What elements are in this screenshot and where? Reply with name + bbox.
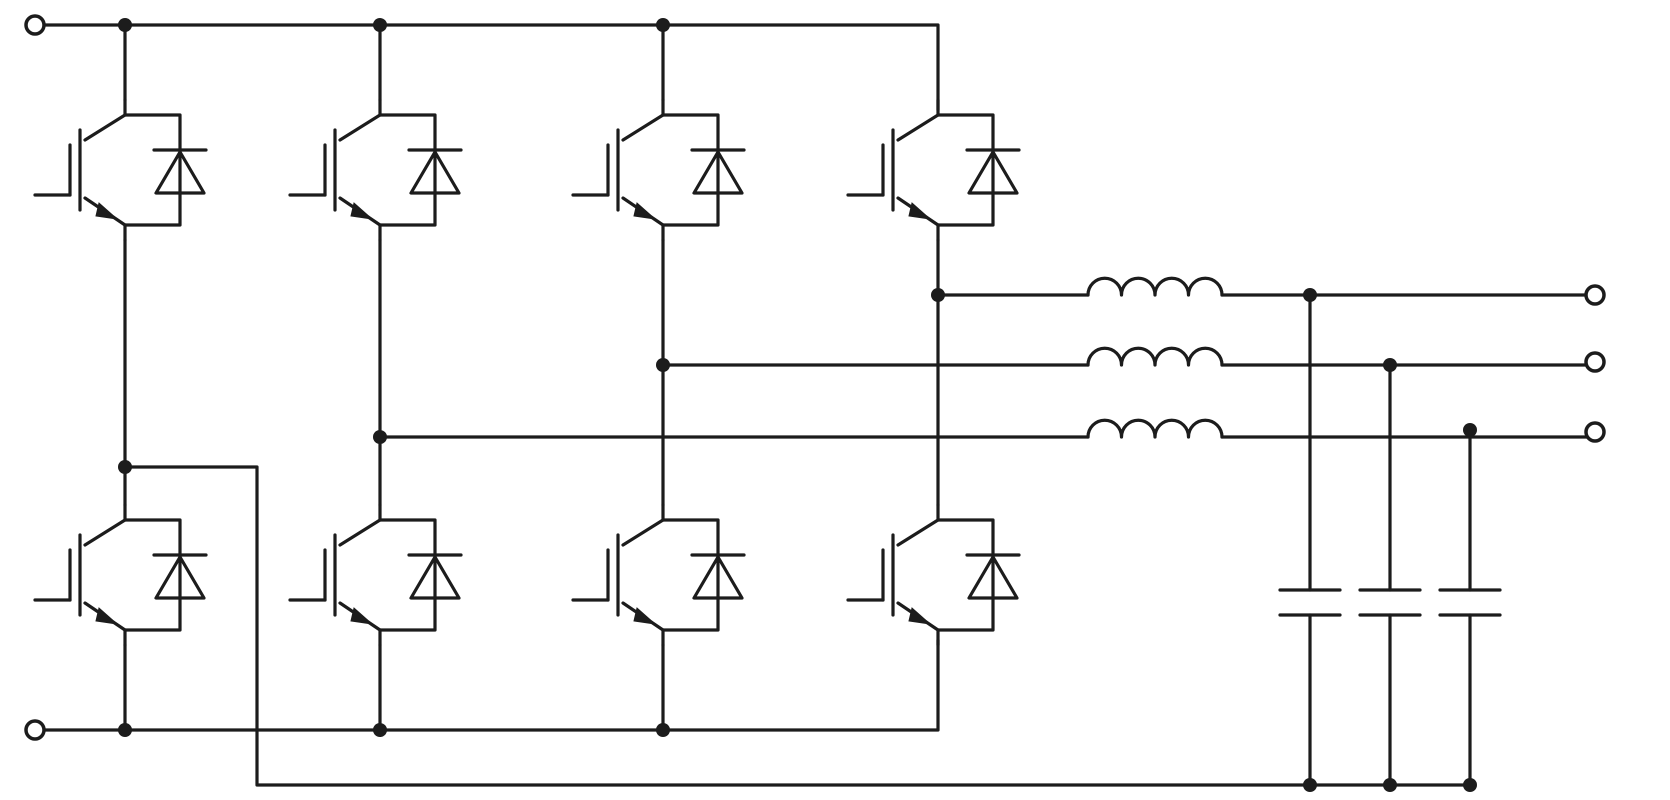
inductor-layer — [1086, 276, 1224, 439]
junction-dot — [373, 430, 387, 444]
junction-dot — [656, 18, 670, 32]
inductor-icon — [1086, 346, 1224, 367]
terminal-icon — [1584, 351, 1606, 373]
emitter-arrow — [633, 202, 657, 220]
igbt-with-diode — [846, 98, 1021, 242]
junction-dot — [1463, 423, 1477, 437]
terminal-layer — [24, 14, 1606, 741]
junction-dot — [931, 288, 945, 302]
neutral-line — [123, 465, 1472, 787]
igbt-with-diode — [33, 503, 208, 647]
terminal-icon — [24, 14, 46, 36]
capacitor-icon — [1278, 588, 1342, 617]
emitter-arrow — [908, 202, 932, 220]
switch-layer — [33, 98, 1021, 647]
inductor-icon — [1086, 276, 1224, 297]
junction-dot — [373, 723, 387, 737]
capacitor-icon — [1438, 588, 1502, 617]
diode-icon — [692, 555, 744, 600]
junction-dot — [118, 723, 132, 737]
igbt-with-diode — [288, 98, 463, 242]
diode-icon — [409, 150, 461, 195]
diode-icon — [409, 555, 461, 600]
igbt-with-diode — [846, 503, 1021, 647]
capacitor-leads — [1308, 293, 1472, 787]
junction-dot — [118, 460, 132, 474]
junction-dot — [1463, 778, 1477, 792]
junction-dot — [118, 18, 132, 32]
capacitor-icon — [1358, 588, 1422, 617]
emitter-arrow — [350, 202, 374, 220]
emitter-arrow — [908, 607, 932, 625]
terminal-icon — [24, 719, 46, 741]
diode-icon — [967, 150, 1019, 195]
igbt-with-diode — [571, 503, 746, 647]
diode-icon — [967, 555, 1019, 600]
emitter-arrow — [350, 607, 374, 625]
inductor-icon — [1086, 418, 1224, 439]
dc-positive-bus — [38, 23, 940, 112]
igbt-with-diode — [288, 503, 463, 647]
junction-dot — [1383, 358, 1397, 372]
emitter-arrow — [95, 607, 119, 625]
emitter-arrow — [95, 202, 119, 220]
diode-icon — [692, 150, 744, 195]
capacitor-layer — [1278, 588, 1502, 617]
junction-layer — [118, 18, 1477, 792]
junction-dot — [1383, 778, 1397, 792]
terminal-icon — [1584, 284, 1606, 306]
junction-dot — [1303, 778, 1317, 792]
dc-negative-bus — [38, 638, 940, 732]
terminal-icon — [1584, 421, 1606, 443]
emitter-arrow — [633, 607, 657, 625]
igbt-with-diode — [33, 98, 208, 242]
junction-dot — [1303, 288, 1317, 302]
junction-dot — [656, 358, 670, 372]
leg-connections — [123, 238, 940, 732]
diode-icon — [154, 555, 206, 600]
diode-icon — [154, 150, 206, 195]
junction-dot — [373, 18, 387, 32]
junction-dot — [656, 723, 670, 737]
igbt-with-diode — [571, 98, 746, 242]
